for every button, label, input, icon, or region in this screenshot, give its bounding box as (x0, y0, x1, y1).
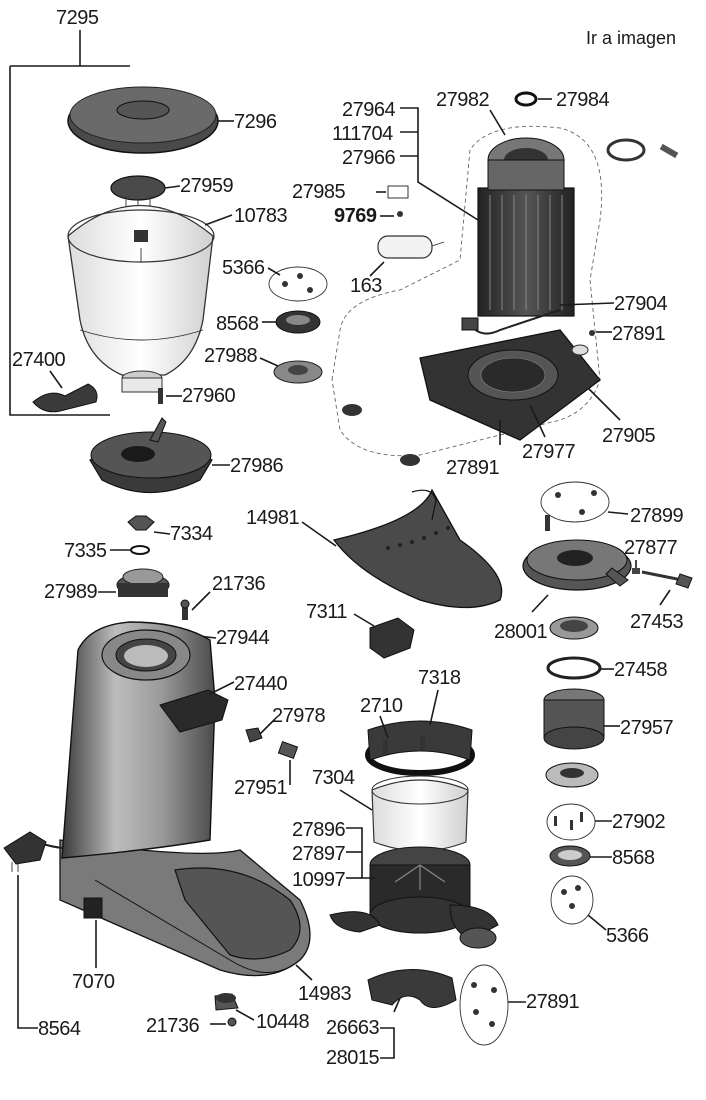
label-27400: 27400 (12, 349, 65, 371)
motor-assembly (331, 91, 679, 466)
label-5366-bottom: 5366 (606, 925, 649, 947)
label-10448: 10448 (256, 1011, 309, 1033)
doser-chamber (329, 613, 526, 1059)
label-27897: 27897 (292, 843, 345, 865)
label-27984: 27984 (556, 89, 609, 111)
grinder-body (3, 621, 313, 1029)
nut-7334 (127, 515, 155, 531)
label-27960: 27960 (182, 385, 235, 407)
label-27891-holder: 27891 (526, 991, 579, 1013)
label-26663: 26663 (326, 1017, 379, 1039)
label-28001: 28001 (494, 621, 547, 643)
hopper-assembly (9, 30, 328, 639)
label-27982: 27982 (436, 89, 489, 111)
label-27977: 27977 (522, 441, 575, 463)
label-163: 163 (350, 275, 382, 297)
label-8568-bottom: 8568 (612, 847, 655, 869)
label-27985: 27985 (292, 181, 345, 203)
drip-tray-14983 (174, 867, 301, 960)
label-28015: 28015 (326, 1047, 379, 1069)
label-7295: 7295 (56, 7, 99, 29)
label-7335: 7335 (64, 540, 107, 562)
label-27877: 27877 (624, 537, 677, 559)
capacitor-163 (377, 235, 433, 259)
go-to-image-link[interactable]: Ir a imagen (586, 28, 677, 48)
label-7318: 7318 (418, 667, 461, 689)
screws-group-5366 (268, 266, 328, 302)
label-8568-top: 8568 (216, 313, 259, 335)
label-10783: 10783 (234, 205, 287, 227)
label-14981: 14981 (246, 507, 299, 529)
label-27951: 27951 (234, 777, 287, 799)
label-5366-top: 5366 (222, 257, 265, 279)
label-27904: 27904 (614, 293, 667, 315)
part-labels: 7295 7296 27959 10783 5366 8568 27988 27… (12, 7, 684, 1069)
label-27905: 27905 (602, 425, 655, 447)
label-21736-bottom: 21736 (146, 1015, 199, 1037)
label-27957: 27957 (620, 717, 673, 739)
label-27891-base: 27891 (446, 457, 499, 479)
label-21736-top: 21736 (212, 573, 265, 595)
hopper-shutter (32, 383, 98, 413)
label-2710: 2710 (360, 695, 403, 717)
hopper-body (67, 204, 214, 376)
label-7311: 7311 (306, 601, 347, 623)
label-27902: 27902 (612, 811, 665, 833)
label-27458: 27458 (614, 659, 667, 681)
label-9769: 9769 (334, 205, 377, 227)
doser-parts (522, 481, 693, 931)
label-27453: 27453 (630, 611, 683, 633)
label-27440: 27440 (234, 673, 287, 695)
label-8564: 8564 (38, 1018, 81, 1040)
label-111704: 111704 (332, 123, 393, 145)
label-27964: 27964 (342, 99, 395, 121)
label-27899: 27899 (630, 505, 683, 527)
label-7334: 7334 (170, 523, 213, 545)
hopper-disc (110, 175, 166, 201)
label-27989: 27989 (44, 581, 97, 603)
label-27896: 27896 (292, 819, 345, 841)
label-27988: 27988 (204, 345, 257, 367)
label-27978: 27978 (272, 705, 325, 727)
doser-cover-14981 (301, 488, 503, 609)
label-27944: 27944 (216, 627, 269, 649)
label-7296: 7296 (234, 111, 277, 133)
label-14983: 14983 (298, 983, 351, 1005)
label-27959: 27959 (180, 175, 233, 197)
label-10997: 10997 (292, 869, 345, 891)
label-7304: 7304 (312, 767, 355, 789)
washer-7335 (130, 545, 150, 555)
label-27966: 27966 (342, 147, 395, 169)
label-7070: 7070 (72, 971, 115, 993)
label-27986: 27986 (230, 455, 283, 477)
label-27891-motor: 27891 (612, 323, 665, 345)
